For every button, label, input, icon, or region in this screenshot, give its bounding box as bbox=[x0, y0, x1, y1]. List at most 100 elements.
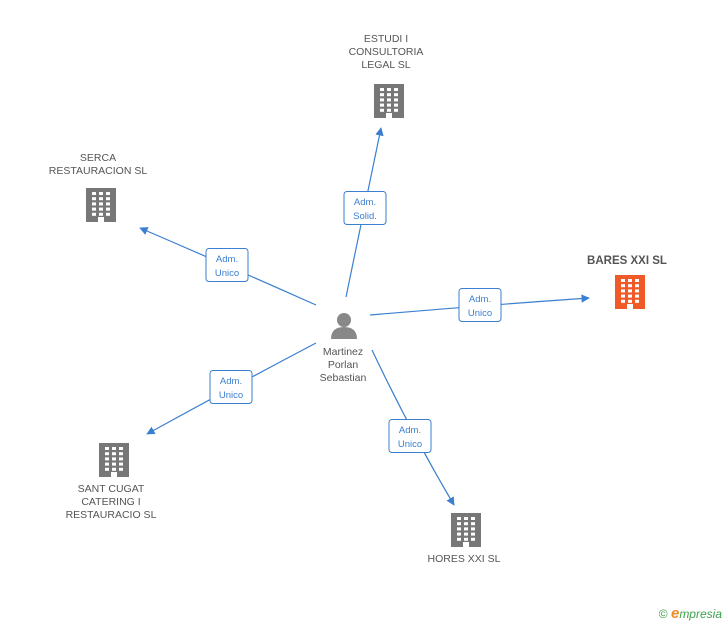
company-label-bares: BARES XXI SL bbox=[587, 255, 667, 267]
role-badge-frame bbox=[205, 248, 249, 282]
role-badge-text: Adm. bbox=[216, 254, 238, 265]
role-badge-text: Adm. bbox=[399, 425, 421, 436]
building-window bbox=[92, 197, 96, 201]
role-badge-text: Adm. bbox=[469, 294, 491, 305]
building-window bbox=[106, 197, 110, 201]
person-name-label-line: Martinez bbox=[323, 346, 363, 358]
building-window bbox=[106, 207, 110, 211]
building-icon[interactable] bbox=[99, 443, 129, 477]
person-name-label-line: Porlan bbox=[328, 359, 359, 371]
role-badge-santcugat[interactable]: Adm. Unico bbox=[209, 370, 253, 404]
building-window bbox=[394, 103, 398, 107]
company-label-serca-line: SERCA bbox=[80, 152, 116, 164]
building-window bbox=[119, 452, 123, 456]
person-icon[interactable] bbox=[331, 313, 357, 339]
building-window bbox=[464, 532, 468, 536]
building-window bbox=[99, 192, 103, 195]
building-window bbox=[105, 447, 109, 450]
building-icon[interactable] bbox=[615, 275, 645, 309]
building-window bbox=[92, 212, 96, 216]
person-body bbox=[331, 327, 357, 339]
building-window bbox=[628, 294, 632, 298]
company-label-estudi-line: CONSULTORIA bbox=[349, 46, 424, 58]
building-window bbox=[457, 522, 461, 526]
building-window bbox=[112, 452, 116, 456]
building-icon[interactable] bbox=[86, 188, 116, 222]
building-window bbox=[635, 279, 639, 282]
role-badge-text: Adm. bbox=[354, 197, 376, 208]
role-badge-bares[interactable]: Adm. Unico bbox=[458, 288, 502, 322]
building-window bbox=[99, 207, 103, 211]
building-icon[interactable] bbox=[374, 84, 404, 118]
building-door bbox=[627, 304, 633, 309]
building-window bbox=[464, 522, 468, 526]
person-name-label-line: Sebastian bbox=[320, 372, 367, 384]
building-window bbox=[380, 98, 384, 102]
building-window bbox=[106, 192, 110, 195]
building-window bbox=[112, 462, 116, 466]
person-head bbox=[337, 313, 351, 327]
building-window bbox=[394, 108, 398, 112]
building-window bbox=[380, 108, 384, 112]
building-door bbox=[111, 472, 117, 477]
building-window bbox=[99, 212, 103, 216]
role-badge-text: Adm. bbox=[220, 376, 242, 387]
building-window bbox=[105, 462, 109, 466]
building-window bbox=[105, 467, 109, 471]
brand-initial: e bbox=[670, 605, 680, 622]
building-window bbox=[112, 447, 116, 450]
building-window bbox=[464, 517, 468, 520]
building-window bbox=[621, 299, 625, 303]
building-window bbox=[387, 103, 391, 107]
building-door bbox=[386, 113, 392, 118]
role-badge-text: Unico bbox=[219, 390, 243, 401]
company-label-santcugat-line: RESTAURACIO SL bbox=[66, 509, 157, 521]
building-window bbox=[380, 93, 384, 97]
company-label-hores: HORES XXI SL bbox=[428, 553, 501, 565]
building-window bbox=[92, 207, 96, 211]
building-window bbox=[635, 284, 639, 288]
footer-brand: © empresia bbox=[659, 605, 722, 622]
building-window bbox=[471, 522, 475, 526]
building-window bbox=[387, 93, 391, 97]
building-window bbox=[635, 299, 639, 303]
building-window bbox=[119, 447, 123, 450]
company-label-hores-line: HORES XXI SL bbox=[428, 553, 501, 565]
building-window bbox=[394, 88, 398, 91]
role-badge-text: Unico bbox=[215, 268, 239, 279]
building-window bbox=[628, 289, 632, 293]
edges-layer: Adm.Solid.Adm.UnicoAdm.UnicoAdm.UnicoAdm… bbox=[139, 127, 590, 506]
building-window bbox=[628, 284, 632, 288]
building-window bbox=[105, 457, 109, 461]
building-window bbox=[621, 294, 625, 298]
building-window bbox=[635, 289, 639, 293]
role-badge-serca[interactable]: Adm. Unico bbox=[205, 248, 249, 282]
building-window bbox=[621, 289, 625, 293]
company-label-bares-line: BARES XXI SL bbox=[587, 255, 667, 267]
building-window bbox=[387, 98, 391, 102]
brand-logo[interactable]: empresia bbox=[670, 605, 722, 622]
role-badge-frame bbox=[458, 288, 502, 322]
building-window bbox=[119, 467, 123, 471]
building-window bbox=[457, 527, 461, 531]
building-window bbox=[387, 88, 391, 91]
role-badge-frame bbox=[388, 419, 432, 453]
building-window bbox=[628, 279, 632, 282]
role-badge-estudi[interactable]: Adm.Solid. bbox=[343, 191, 387, 225]
company-label-estudi-line: ESTUDI I bbox=[364, 33, 408, 45]
building-window bbox=[464, 527, 468, 531]
building-window bbox=[99, 197, 103, 201]
building-window bbox=[464, 537, 468, 541]
role-badge-hores[interactable]: Adm.Unico bbox=[388, 419, 432, 453]
building-icon[interactable] bbox=[451, 513, 481, 547]
building-window bbox=[112, 457, 116, 461]
company-label-serca-line: RESTAURACION SL bbox=[49, 165, 148, 177]
role-badge-frame bbox=[209, 370, 253, 404]
role-badge-text: Unico bbox=[468, 308, 492, 319]
building-window bbox=[99, 202, 103, 206]
company-label-santcugat-line: SANT CUGAT bbox=[78, 483, 145, 495]
building-window bbox=[471, 517, 475, 520]
role-badge-frame bbox=[343, 191, 387, 225]
